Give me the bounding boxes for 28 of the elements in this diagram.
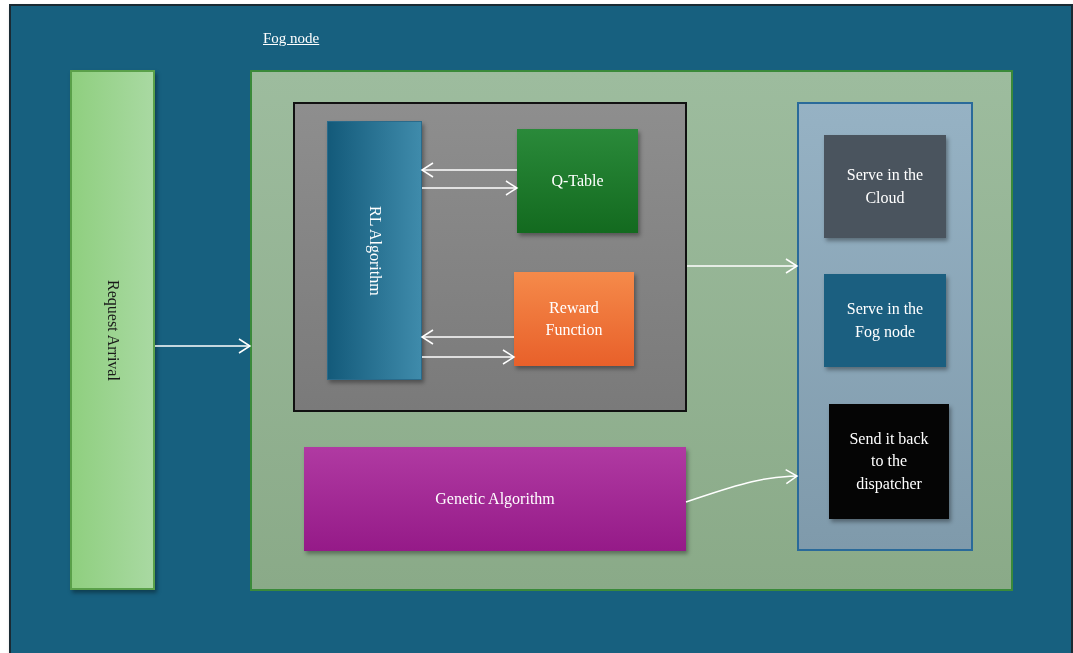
node-label: Serve in the Fog node: [845, 299, 925, 343]
node-label: Q-Table: [550, 170, 605, 191]
node-label: Request Arrival: [103, 278, 123, 383]
arrow: [421, 349, 515, 365]
node-label: Reward Function: [544, 297, 604, 340]
panel-box: [250, 70, 1013, 591]
panel-box: [797, 102, 973, 551]
process-box: [824, 274, 946, 367]
node-label: Serve in the Cloud: [845, 165, 925, 208]
node-label: Genetic Algorithm: [434, 488, 556, 510]
process-box: [304, 447, 686, 551]
process-box: [514, 272, 634, 366]
section-heading: Fog node: [263, 29, 320, 48]
arrow: [685, 468, 798, 503]
arrow: [421, 180, 518, 196]
process-box: [824, 135, 946, 238]
node-label: Send it back to the dispatcher: [848, 428, 930, 495]
process-box: [327, 121, 422, 380]
fog-node-background: [9, 4, 1073, 653]
process-box: [829, 404, 949, 519]
node-label: RL Algorithm: [365, 204, 385, 298]
arrow: [686, 258, 798, 274]
process-box: [517, 129, 638, 233]
panel-box: [293, 102, 687, 412]
arrow: [421, 329, 515, 345]
arrow: [154, 338, 251, 354]
process-box: [70, 70, 155, 590]
arrow: [421, 162, 518, 178]
